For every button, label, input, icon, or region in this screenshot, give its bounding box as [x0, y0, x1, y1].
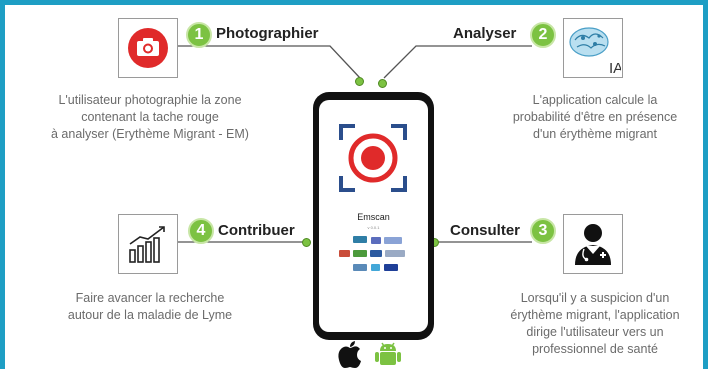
partner-logo [339, 250, 350, 257]
step-1-desc-line: L'utilisateur photographie la zone [58, 93, 242, 107]
partner-logo [370, 250, 382, 257]
bar-chart-growth-icon [129, 226, 165, 263]
partner-logo [384, 237, 402, 244]
step-3-desc-line: Lorsqu'il y a suspicion d'un [520, 291, 670, 305]
step-1-icon-box [118, 18, 178, 78]
emscan-logo [339, 124, 407, 192]
partner-logo [353, 236, 367, 243]
step-3-number: 3 [530, 218, 556, 244]
partner-logo [353, 264, 367, 271]
step-1-title: Photographier [216, 25, 319, 42]
partner-logo [353, 250, 367, 257]
step-4-desc-line: autour de la maladie de Lyme [67, 308, 233, 322]
step-1-desc-line: à analyser (Erythème Migrant - EM) [51, 127, 249, 141]
connector-dot-2 [378, 79, 387, 88]
app-version: v 0.0.1 [367, 225, 380, 230]
doctor-icon [575, 224, 611, 265]
step-2-number: 2 [530, 22, 556, 48]
step-2-icon-box: IA [563, 18, 623, 78]
step-3-icon-box [563, 214, 623, 274]
step-4-number: 4 [188, 218, 214, 244]
step-3-desc-line: érythème migrant, l'application [510, 308, 680, 322]
step-4-title: Contribuer [218, 222, 295, 239]
partner-logo [385, 250, 405, 257]
step-1-number: 1 [186, 22, 212, 48]
step-1-description: L'utilisateur photographie la zone conte… [25, 92, 275, 143]
step-2-desc-line: probabilité d'être en présence [512, 110, 678, 124]
connector-dot-4 [302, 238, 311, 247]
step-2-description: L'application calcule la probabilité d'ê… [495, 92, 695, 143]
smartphone-mockup: Emscan v 0.0.1 [313, 92, 434, 340]
connector-dot-1 [355, 77, 364, 86]
step-4-icon-box [118, 214, 178, 274]
target-icon [348, 133, 398, 183]
ai-label: IA [609, 60, 621, 76]
app-name: Emscan [357, 212, 390, 222]
eu-flag-logo [384, 264, 398, 271]
step-2-title: Analyser [453, 25, 517, 42]
apple-logo-icon [338, 341, 361, 368]
step-4-description: Faire avancer la recherche autour de la … [40, 290, 260, 324]
phone-screen: Emscan v 0.0.1 [319, 100, 428, 332]
step-4-desc-line: Faire avancer la recherche [75, 291, 225, 305]
step-2-desc-line: L'application calcule la [532, 93, 658, 107]
step-2-desc-line: d'un érythème migrant [533, 127, 657, 141]
step-3-desc-line: professionnel de santé [532, 342, 658, 356]
ai-brain-icon: IA [569, 27, 621, 76]
step-1-desc-line: contenant la tache rouge [81, 110, 219, 124]
partner-logo [371, 264, 380, 271]
step-3-desc-line: dirige l'utilisateur vers un [526, 325, 664, 339]
android-logo-icon [375, 342, 401, 365]
step-3-title: Consulter [450, 222, 521, 239]
camera-icon [128, 28, 168, 68]
partner-logo [371, 237, 381, 244]
step-3-description: Lorsqu'il y a suspicion d'un érythème mi… [490, 290, 700, 358]
